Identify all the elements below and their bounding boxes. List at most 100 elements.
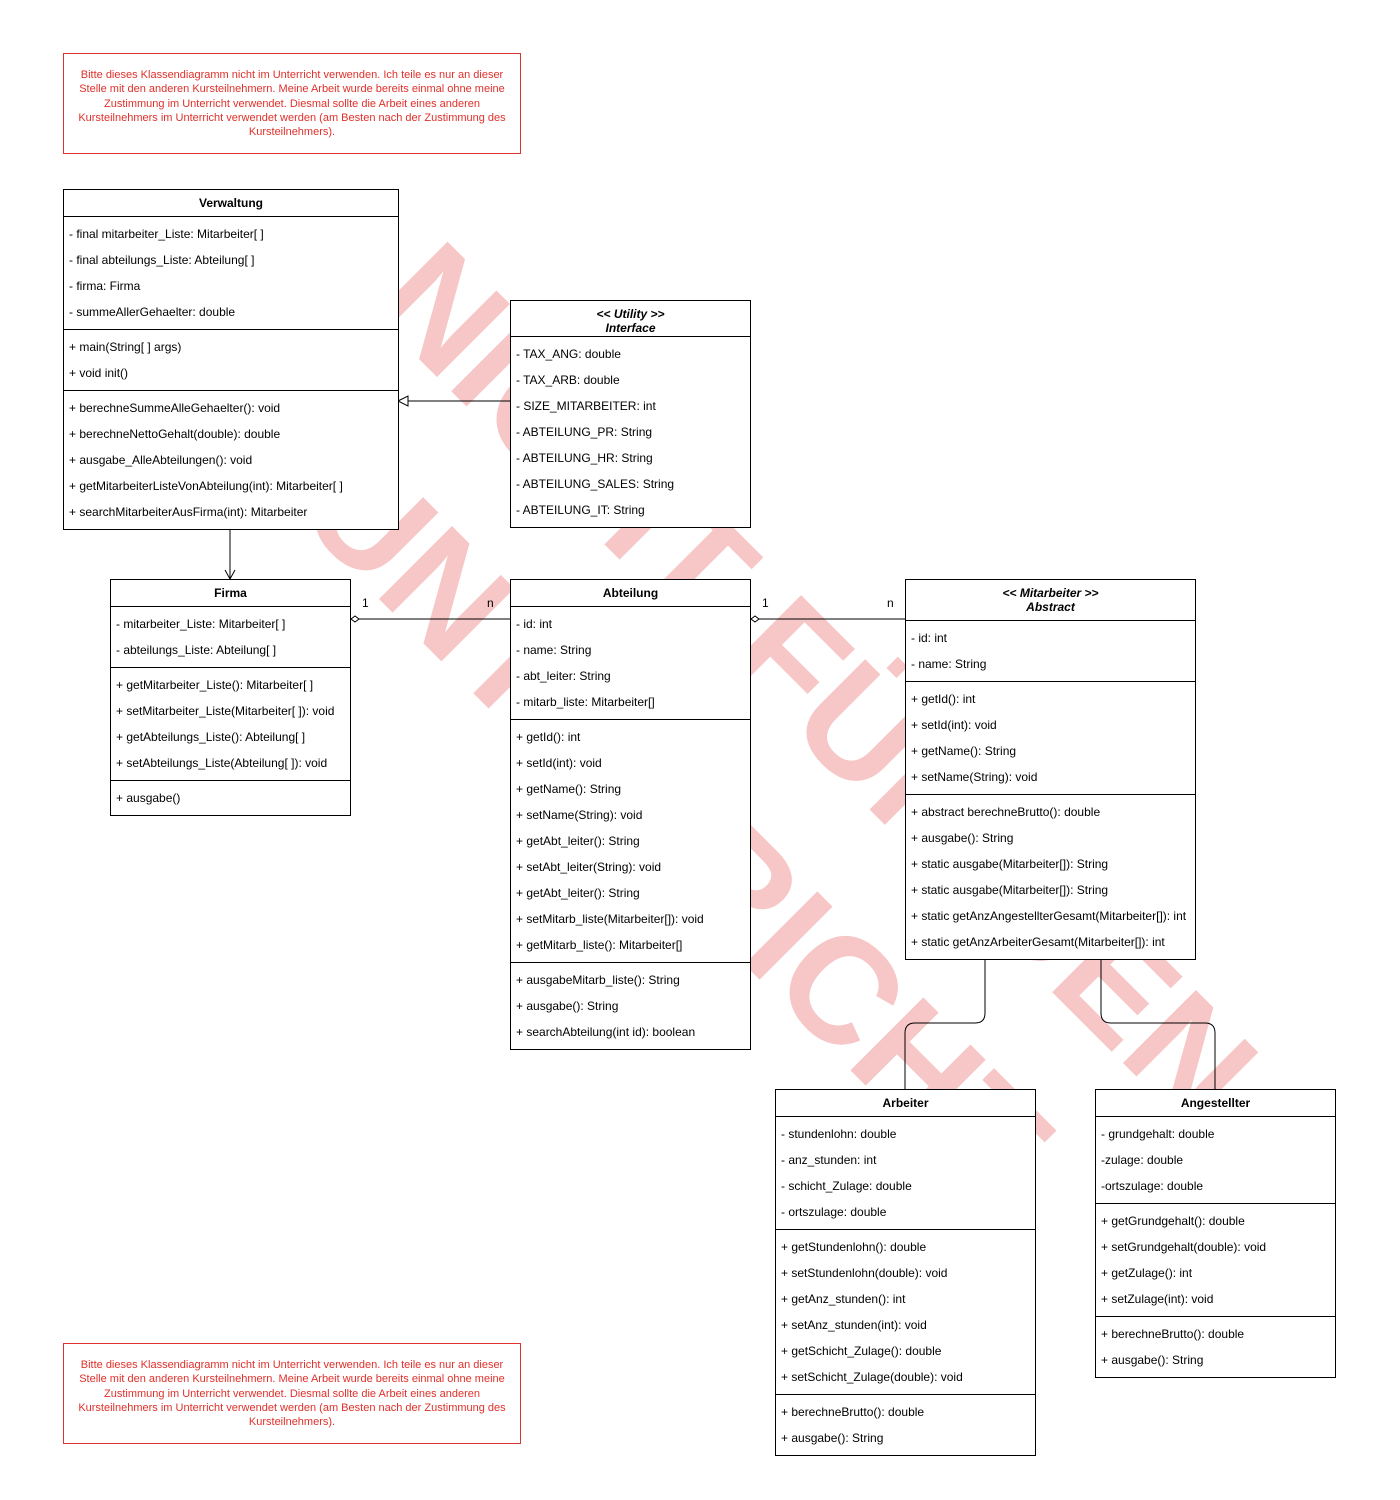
abteilung-method: + ausgabe(): String bbox=[516, 999, 619, 1013]
firma-method: + setAbteilungs_Liste(Abteilung[ ]): voi… bbox=[116, 756, 328, 770]
firma-method: + ausgabe() bbox=[116, 791, 181, 805]
mitarbeiter-method: + static getAnzArbeiterGesamt(Mitarbeite… bbox=[911, 935, 1165, 949]
class-firma-header: Firma bbox=[111, 580, 350, 607]
verwaltung-attribute: - firma: Firma bbox=[69, 279, 141, 293]
angestellter-method: + getGrundgehalt(): double bbox=[1101, 1214, 1245, 1228]
utility-constant: - ABTEILUNG_IT: String bbox=[516, 503, 645, 517]
class-arbeiter-attributes: - stundenlohn: double - anz_stunden: int… bbox=[776, 1117, 1035, 1230]
arbeiter-attribute: - anz_stunden: int bbox=[781, 1153, 877, 1167]
mitarbeiter-method: + setName(String): void bbox=[911, 770, 1038, 784]
class-firma-methods: + ausgabe() bbox=[111, 781, 350, 815]
class-abteilung[interactable]: Abteilung - id: int - name: String - abt… bbox=[510, 579, 751, 1050]
arbeiter-method: + setStundenlohn(double): void bbox=[781, 1266, 948, 1280]
angestellter-inheritance-arrow bbox=[1095, 946, 1216, 1090]
mitarbeiter-method: + getId(): int bbox=[911, 692, 976, 706]
verwaltung-method: + ausgabe_AlleAbteilungen(): void bbox=[69, 453, 253, 467]
mitarbeiter-method: + abstract berechneBrutto(): double bbox=[911, 805, 1101, 819]
utility-constant: - TAX_ANG: double bbox=[516, 347, 621, 361]
class-arbeiter-methods: + berechneBrutto(): double + ausgabe(): … bbox=[776, 1395, 1035, 1455]
class-arbeiter-accessors: + getStundenlohn(): double + setStundenl… bbox=[776, 1230, 1035, 1395]
abteilung-method: + getName(): String bbox=[516, 782, 622, 796]
arbeiter-method: + setSchicht_Zulage(double): void bbox=[781, 1370, 963, 1384]
multiplicity-abteilung-n: n bbox=[887, 596, 894, 610]
class-mitarbeiter-accessors: + getId(): int + setId(int): void + getN… bbox=[906, 682, 1195, 795]
utility-stereotype: << Utility >> bbox=[596, 307, 665, 321]
class-firma-attributes: - mitarbeiter_Liste: Mitarbeiter[ ] - ab… bbox=[111, 607, 350, 668]
abteilung-method: + setId(int): void bbox=[516, 756, 602, 770]
firma-attribute: - abteilungs_Liste: Abteilung[ ] bbox=[116, 643, 277, 657]
abteilung-method: + getMitarb_liste(): Mitarbeiter[] bbox=[516, 938, 683, 952]
abteilung-method: + setMitarb_liste(Mitarbeiter[]): void bbox=[516, 912, 704, 926]
utility-constant: - ABTEILUNG_SALES: String bbox=[516, 477, 675, 491]
arbeiter-attribute: - schicht_Zulage: double bbox=[781, 1179, 912, 1193]
class-abteilung-methods: + ausgabeMitarb_liste(): String + ausgab… bbox=[511, 963, 750, 1049]
abteilung-attribute: - id: int bbox=[516, 617, 553, 631]
class-mitarbeiter-abstract[interactable]: << Mitarbeiter >> Abstract - id: int - n… bbox=[905, 579, 1196, 960]
class-angestellter-header: Angestellter bbox=[1096, 1090, 1335, 1117]
mitarbeiter-method: + getName(): String bbox=[911, 744, 1017, 758]
arbeiter-method: + getSchicht_Zulage(): double bbox=[781, 1344, 942, 1358]
mitarbeiter-method: + setId(int): void bbox=[911, 718, 997, 732]
abteilung-method: + getAbt_leiter(): String bbox=[516, 834, 640, 848]
verwaltung-method: + berechneNettoGehalt(double): double bbox=[69, 427, 281, 441]
mitarbeiter-kind: Abstract bbox=[1026, 600, 1075, 614]
abteilung-method: + getAbt_leiter(): String bbox=[516, 886, 640, 900]
arbeiter-attribute: - ortszulage: double bbox=[781, 1205, 887, 1219]
arbeiter-method: + berechneBrutto(): double bbox=[781, 1405, 925, 1419]
verwaltung-method: + getMitarbeiterListeVonAbteilung(int): … bbox=[69, 479, 343, 493]
class-verwaltung-methods: + berechneSummeAlleGehaelter(): void + b… bbox=[64, 391, 398, 529]
arbeiter-method: + ausgabe(): String bbox=[781, 1431, 884, 1445]
arbeiter-attribute: - stundenlohn: double bbox=[781, 1127, 897, 1141]
utility-constant: - ABTEILUNG_HR: String bbox=[516, 451, 653, 465]
class-mitarbeiter-attributes: - id: int - name: String bbox=[906, 621, 1195, 682]
arbeiter-method: + setAnz_stunden(int): void bbox=[781, 1318, 927, 1332]
verwaltung-method: + searchMitarbeiterAusFirma(int): Mitarb… bbox=[69, 505, 308, 519]
mitarbeiter-attribute: - id: int bbox=[911, 631, 948, 645]
class-utility-constants: - TAX_ANG: double - TAX_ARB: double - SI… bbox=[511, 337, 750, 527]
class-arbeiter[interactable]: Arbeiter - stundenlohn: double - anz_stu… bbox=[775, 1089, 1036, 1456]
mitarbeiter-method: + ausgabe(): String bbox=[911, 831, 1014, 845]
angestellter-method: + ausgabe(): String bbox=[1101, 1353, 1204, 1367]
firma-method: + getMitarbeiter_Liste(): Mitarbeiter[ ] bbox=[116, 678, 314, 692]
firma-abteilung-aggregation bbox=[350, 615, 510, 623]
mitarbeiter-method: + static getAnzAngestellterGesamt(Mitarb… bbox=[911, 909, 1187, 923]
class-utility-header: << Utility >> Interface bbox=[511, 301, 750, 337]
abteilung-method: + ausgabeMitarb_liste(): String bbox=[516, 973, 680, 987]
verwaltung-method: + berechneSummeAlleGehaelter(): void bbox=[69, 401, 281, 415]
abteilung-method: + getId(): int bbox=[516, 730, 581, 744]
verwaltung-method: + void init() bbox=[69, 366, 129, 380]
arbeiter-method: + getAnz_stunden(): int bbox=[781, 1292, 906, 1306]
class-utility-interface[interactable]: << Utility >> Interface - TAX_ANG: doubl… bbox=[510, 300, 751, 528]
angestellter-attribute: - grundgehalt: double bbox=[1101, 1127, 1215, 1141]
verwaltung-method: + main(String[ ] args) bbox=[69, 340, 182, 354]
angestellter-method: + setGrundgehalt(double): void bbox=[1101, 1240, 1267, 1254]
utility-constant: - ABTEILUNG_PR: String bbox=[516, 425, 653, 439]
class-abteilung-header: Abteilung bbox=[511, 580, 750, 607]
warning-note-bottom: Bitte dieses Klassendiagramm nicht im Un… bbox=[63, 1343, 521, 1444]
abteilung-method: + setAbt_leiter(String): void bbox=[516, 860, 662, 874]
firma-attribute: - mitarbeiter_Liste: Mitarbeiter[ ] bbox=[116, 617, 286, 631]
mitarbeiter-stereotype: << Mitarbeiter >> bbox=[1002, 586, 1099, 600]
firma-method: + setMitarbeiter_Liste(Mitarbeiter[ ]): … bbox=[116, 704, 335, 718]
class-firma[interactable]: Firma - mitarbeiter_Liste: Mitarbeiter[ … bbox=[110, 579, 351, 816]
class-verwaltung-attributes: - final mitarbeiter_Liste: Mitarbeiter[ … bbox=[64, 217, 398, 330]
arbeiter-inheritance-arrow bbox=[904, 946, 991, 1090]
utility-constant: - SIZE_MITARBEITER: int bbox=[516, 399, 656, 413]
abteilung-method: + searchAbteilung(int id): boolean bbox=[516, 1025, 696, 1039]
class-angestellter[interactable]: Angestellter - grundgehalt: double -zula… bbox=[1095, 1089, 1336, 1378]
class-angestellter-accessors: + getGrundgehalt(): double + setGrundgeh… bbox=[1096, 1204, 1335, 1317]
class-abteilung-accessors: + getId(): int + setId(int): void + getN… bbox=[511, 720, 750, 963]
angestellter-method: + berechneBrutto(): double bbox=[1101, 1327, 1245, 1341]
abteilung-attribute: - mitarb_liste: Mitarbeiter[] bbox=[516, 695, 655, 709]
utility-to-verwaltung-arrow bbox=[396, 395, 510, 407]
verwaltung-attribute: - final mitarbeiter_Liste: Mitarbeiter[ … bbox=[69, 227, 264, 241]
utility-kind: Interface bbox=[605, 321, 656, 335]
class-angestellter-methods: + berechneBrutto(): double + ausgabe(): … bbox=[1096, 1317, 1335, 1377]
angestellter-attribute: -zulage: double bbox=[1101, 1153, 1184, 1167]
warning-note-top: Bitte dieses Klassendiagramm nicht im Un… bbox=[63, 53, 521, 154]
abteilung-attribute: - abt_leiter: String bbox=[516, 669, 611, 683]
mitarbeiter-attribute: - name: String bbox=[911, 657, 987, 671]
class-verwaltung[interactable]: Verwaltung - final mitarbeiter_Liste: Mi… bbox=[63, 189, 399, 530]
verwaltung-attribute: - summeAllerGehaelter: double bbox=[69, 305, 236, 319]
angestellter-method: + setZulage(int): void bbox=[1101, 1292, 1214, 1306]
